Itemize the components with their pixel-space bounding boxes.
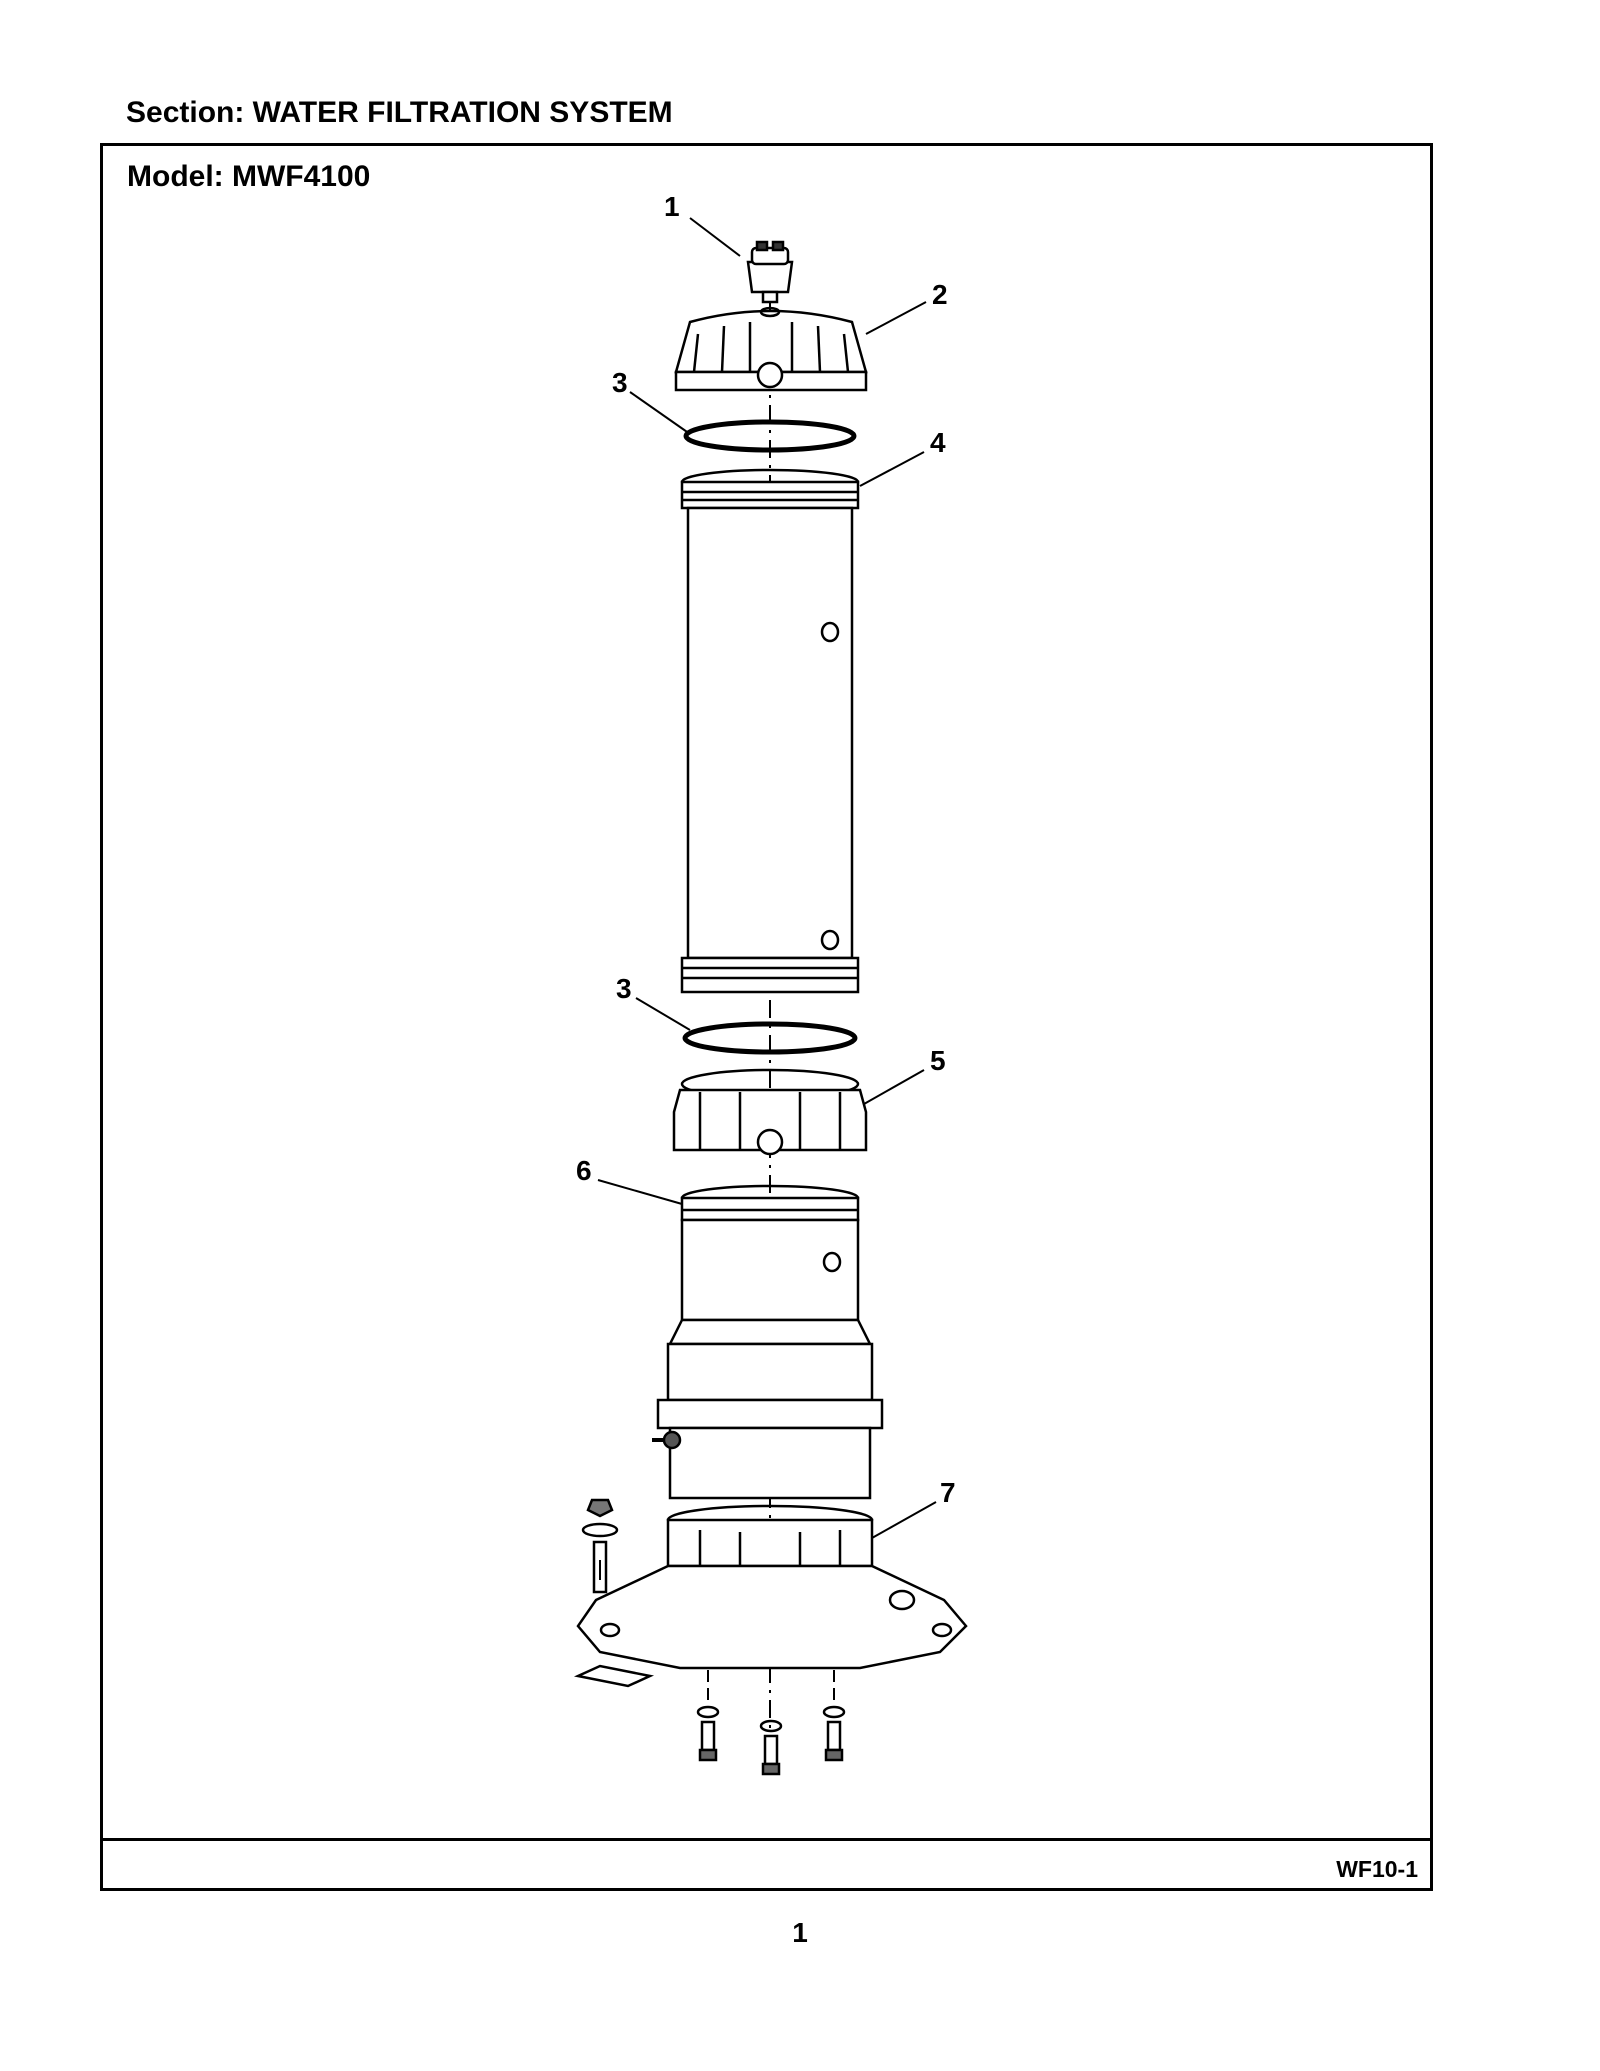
bolt-left — [696, 1705, 720, 1762]
leader-2 — [865, 301, 927, 335]
leader-5 — [863, 1069, 925, 1105]
callout-4: 4 — [930, 427, 946, 458]
part-7-base-stand — [576, 1504, 968, 1670]
part-3-o-ring-lower — [682, 1021, 858, 1055]
callout-3-lower: 3 — [616, 973, 632, 1004]
part-4-housing-tube — [680, 468, 860, 994]
part-2-top-cap — [674, 306, 868, 392]
leader-4 — [859, 451, 925, 487]
diagram-frame: Model: MWF4100 WF10-1 — [100, 143, 1433, 1891]
anchor-bolt — [581, 1498, 619, 1594]
part-6-base-housing — [652, 1184, 884, 1500]
bolt-right — [822, 1705, 846, 1762]
callout-3-upper: 3 — [612, 367, 628, 398]
callout-6: 6 — [576, 1155, 592, 1186]
callout-2: 2 — [932, 279, 948, 310]
drawing-code: WF10-1 — [1336, 1856, 1418, 1882]
bolt-center — [759, 1719, 783, 1776]
part-5-lock-ring — [672, 1068, 868, 1156]
callout-1: 1 — [664, 191, 680, 222]
page-number: 1 — [792, 1917, 808, 1948]
leader-1 — [689, 217, 741, 257]
leader-6 — [597, 1179, 683, 1205]
callout-7: 7 — [940, 1477, 956, 1508]
leader-3-upper — [629, 391, 691, 435]
leader-7 — [871, 1501, 937, 1539]
part-1-vent-valve — [746, 240, 794, 304]
model-title: Model: MWF4100 — [127, 160, 371, 193]
shim-plate — [573, 1664, 655, 1688]
section-title: Section: WATER FILTRATION SYSTEM — [126, 96, 673, 129]
leader-3-lower — [635, 997, 691, 1031]
callout-5: 5 — [930, 1045, 946, 1076]
part-3-o-ring-upper — [683, 419, 857, 453]
footer-divider — [103, 1838, 1430, 1841]
